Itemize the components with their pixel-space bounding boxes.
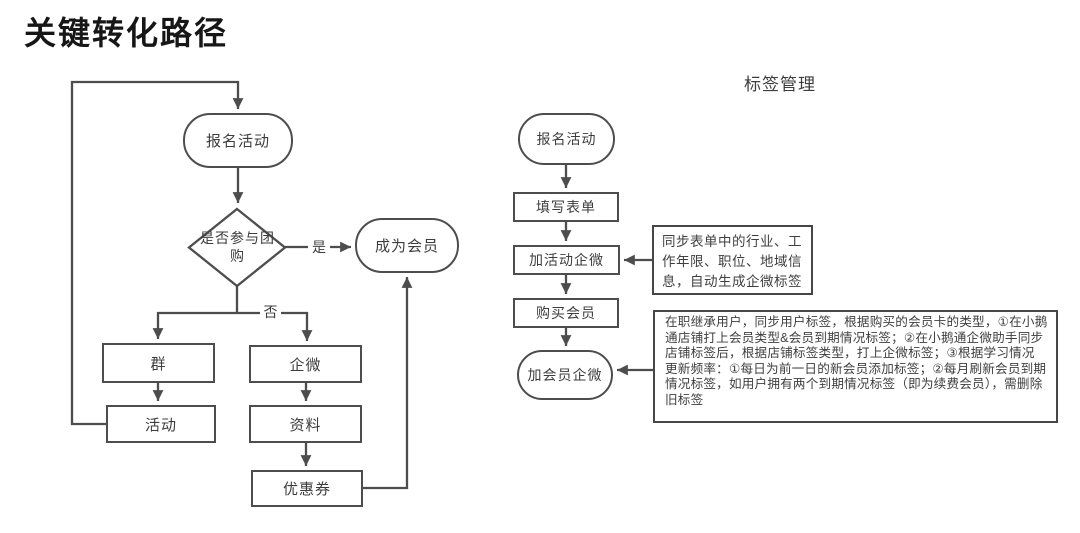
node-qiwei: 企微 (249, 345, 362, 383)
node-fill-form: 填写表单 (513, 192, 619, 222)
node-label: 报名活动 (536, 131, 597, 147)
node-coupon: 优惠券 (251, 470, 363, 507)
node-label: 群 (150, 355, 167, 373)
node-group: 群 (102, 343, 215, 383)
node-activity: 活动 (106, 405, 216, 443)
node-label: 活动 (144, 416, 177, 434)
node-signup-activity-2: 报名活动 (518, 113, 615, 165)
node-label: 购买会员 (536, 305, 596, 321)
note-form-sync: 同步表单中的行业、工作年限、职位、地域信息，自动生成企微标签 (652, 225, 813, 295)
node-label: 加会员企微 (527, 367, 603, 383)
node-label: 加活动企微 (529, 252, 604, 268)
tag-management-title: 标签管理 (744, 75, 816, 94)
node-add-activity-qiwei: 加活动企微 (513, 245, 620, 275)
node-become-member: 成为会员 (355, 218, 459, 273)
edge-activity-loop-to-start (70, 80, 244, 426)
page-title: 关键转化路径 (24, 15, 229, 51)
node-label: 企微 (289, 356, 322, 374)
decision-diamond-shape (187, 207, 287, 288)
note-member-tags: 在职继承用户，同步用户标签，根据购买的会员卡的类型，①在小鹅通店铺打上会员类型&… (653, 310, 1058, 423)
node-add-member-qiwei: 加会员企微 (517, 350, 613, 400)
node-label: 优惠券 (282, 481, 331, 498)
decision-group-buy: 是否参与团购 (197, 221, 278, 274)
note-paragraph: 在职继承用户，同步用户标签，根据购买的会员卡的类型，①在小鹅通店铺打上会员类型&… (665, 315, 1048, 361)
edge-label-no: 否 (260, 302, 281, 322)
node-buy-membership: 购买会员 (513, 298, 619, 328)
note-paragraph: 更新频率：①每日为前一日的新会员添加标签；②每月刷新会员到期情况标签，如用户拥有… (665, 361, 1047, 407)
node-signup-activity: 报名活动 (183, 113, 293, 168)
node-material: 资料 (249, 405, 362, 443)
decision-label: 是否参与团购 (200, 230, 275, 264)
edge-coupon-to-member (363, 277, 413, 490)
note-text: 同步表单中的行业、工作年限、职位、地域信息，自动生成企微标签 (662, 234, 802, 289)
node-label: 成为会员 (374, 238, 439, 255)
node-label: 填写表单 (536, 199, 596, 215)
node-label: 资料 (289, 416, 322, 434)
edge-label-yes: 是 (308, 237, 330, 257)
node-label: 报名活动 (205, 133, 270, 150)
edge-no-to-group (152, 311, 237, 339)
